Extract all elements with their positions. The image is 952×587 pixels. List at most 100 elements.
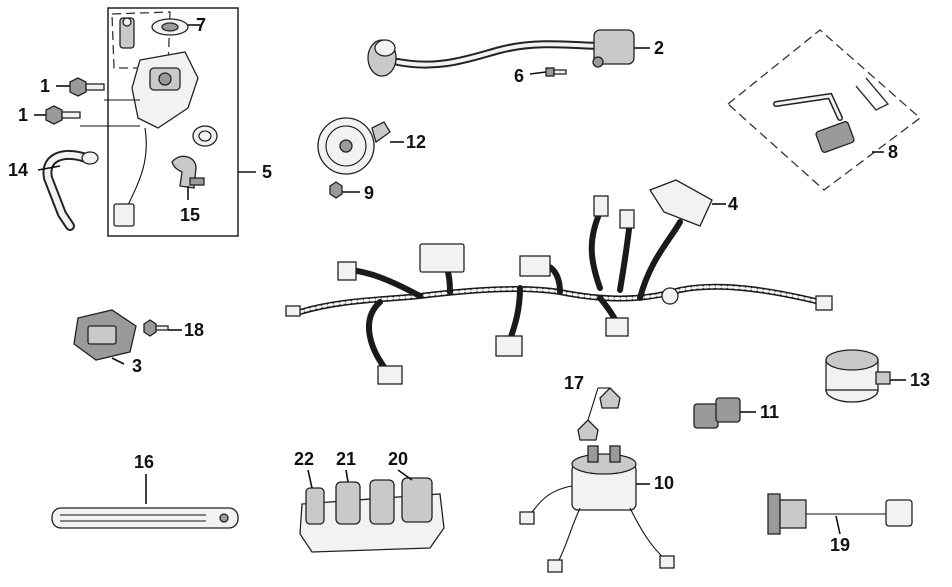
leader-22 xyxy=(307,469,313,489)
bolts xyxy=(34,77,140,127)
callout-2: 2 xyxy=(654,38,665,58)
callout-8: 8 xyxy=(888,142,899,162)
starter-relay-post-a xyxy=(587,445,599,463)
fuse-box-part xyxy=(299,469,445,553)
bolt-head-lower xyxy=(45,105,63,125)
callout-10: 10 xyxy=(654,473,675,493)
ecu-part xyxy=(649,179,726,227)
horn-screw-head xyxy=(329,181,343,199)
sensor-plate xyxy=(767,493,781,535)
callout-11: 11 xyxy=(760,402,780,422)
switch-keyhole xyxy=(158,72,172,86)
wiring-harness xyxy=(285,195,833,385)
switch-plug xyxy=(113,203,135,227)
hose-bracket xyxy=(81,151,99,165)
relay-round-tab xyxy=(875,371,891,385)
starter-relay-part xyxy=(519,387,675,573)
horn-bracket xyxy=(371,121,391,144)
strap-body xyxy=(51,507,239,529)
relay-b xyxy=(715,397,741,423)
horn-ring xyxy=(325,125,367,167)
callout-6: 6 xyxy=(514,66,525,86)
starter-relay-wire-c xyxy=(629,507,667,561)
starter-relay-plug-c xyxy=(659,555,675,569)
fuel-pipe-kit xyxy=(726,29,922,191)
connector-b xyxy=(419,243,465,273)
starter-relay-plug-a xyxy=(519,511,535,525)
starter-relay-top xyxy=(571,453,637,475)
fuse-21 xyxy=(335,481,361,525)
washer-hole xyxy=(198,130,212,142)
leader-17-a xyxy=(587,387,599,421)
sensor-plug xyxy=(885,499,913,527)
kit-frame xyxy=(726,29,922,191)
relay-a xyxy=(693,403,719,429)
callout-1-lower: 1 xyxy=(18,105,29,125)
callout-14: 14 xyxy=(8,160,29,180)
coil-body xyxy=(593,29,635,65)
callout-9: 9 xyxy=(364,183,375,203)
bolt-shaft-upper xyxy=(85,83,105,91)
sensor-body xyxy=(779,499,807,529)
switch-wire xyxy=(127,127,147,206)
kit-filter xyxy=(815,121,855,153)
leader-20 xyxy=(397,469,413,481)
relay-round-part xyxy=(825,349,906,403)
callout-12: 12 xyxy=(406,132,427,152)
harness-grommet xyxy=(661,287,679,305)
connector-c xyxy=(377,365,403,385)
callout-15: 15 xyxy=(180,205,201,225)
ignition-switch-group xyxy=(107,7,256,237)
clamp-pin xyxy=(189,177,205,186)
terminal-cap-b xyxy=(599,387,621,409)
leader-6 xyxy=(529,71,547,75)
callout-4: 4 xyxy=(728,194,739,214)
bolt-head-upper xyxy=(69,77,87,97)
ecu-body xyxy=(649,179,713,227)
hose-part xyxy=(37,149,99,231)
leader-19 xyxy=(835,515,841,535)
fuse-spare xyxy=(369,479,395,525)
regulator-part xyxy=(73,309,182,365)
screw-shaft xyxy=(553,69,567,75)
coil-mount xyxy=(592,56,604,68)
callout-1-upper: 1 xyxy=(40,76,51,96)
connector-e xyxy=(519,255,551,277)
callout-7: 7 xyxy=(196,15,207,35)
callout-18: 18 xyxy=(184,320,205,340)
washer-part xyxy=(192,125,218,147)
screw-head xyxy=(545,67,555,77)
harness-end-right xyxy=(815,295,833,311)
connector-f xyxy=(605,317,629,337)
bolt-shaft-lower xyxy=(61,111,81,119)
key-ring xyxy=(122,17,132,27)
leader-3 xyxy=(111,357,125,365)
relay-pair-part xyxy=(693,397,756,429)
callout-13: 13 xyxy=(910,370,931,390)
fuse-20 xyxy=(401,477,433,523)
regulator-screw-head xyxy=(143,319,157,337)
ignition-coil-part xyxy=(367,29,650,77)
connector-a xyxy=(337,261,357,281)
callout-19: 19 xyxy=(830,535,851,555)
strap-hole xyxy=(219,513,229,523)
harness-end-left xyxy=(285,305,301,317)
group-frame xyxy=(107,7,239,237)
leader-21 xyxy=(345,469,349,483)
callout-5: 5 xyxy=(262,162,273,182)
connector-h xyxy=(619,209,635,229)
spark-plug-cap-top xyxy=(374,39,396,57)
connector-g xyxy=(593,195,609,217)
callout-17: 17 xyxy=(564,373,585,393)
leader-14 xyxy=(37,165,61,171)
callout-20: 20 xyxy=(388,449,409,469)
callout-16: 16 xyxy=(134,452,155,472)
callout-3: 3 xyxy=(132,356,143,376)
battery-strap-part xyxy=(51,474,239,529)
terminal-cap-a xyxy=(577,419,599,441)
callout-22: 22 xyxy=(294,449,315,469)
connector-d xyxy=(495,335,523,357)
regulator-screw-shaft xyxy=(155,325,169,331)
